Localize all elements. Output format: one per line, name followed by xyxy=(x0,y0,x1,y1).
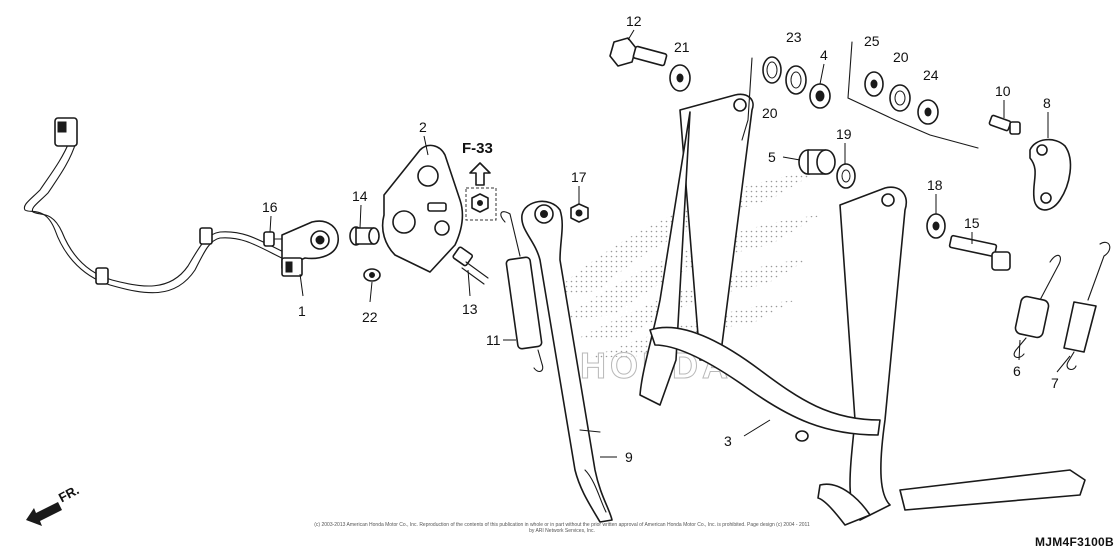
washer-20-upper xyxy=(762,56,782,84)
washer-24 xyxy=(917,99,939,125)
callout-16: 16 xyxy=(262,199,278,215)
f33-reference xyxy=(465,162,497,221)
washer-19 xyxy=(836,163,856,189)
harness-clip-icon xyxy=(199,227,213,245)
callout-labels: 1 2 3 4 5 6 7 8 9 10 11 12 13 14 15 16 1… xyxy=(262,13,1059,465)
side-stand-switch xyxy=(281,220,339,277)
side-stand-switch-harness xyxy=(23,117,293,294)
washer-20-lower xyxy=(889,84,911,112)
callout-23: 23 xyxy=(786,29,802,45)
callout-19: 19 xyxy=(836,126,852,142)
reference-label-f33: F-33 xyxy=(462,140,493,157)
callout-8: 8 xyxy=(1043,95,1051,111)
bolt-13 xyxy=(452,246,489,285)
callout-17: 17 xyxy=(571,169,587,185)
callout-22: 22 xyxy=(362,309,378,325)
callout-14: 14 xyxy=(352,188,368,204)
collar-5 xyxy=(798,149,836,175)
callout-7: 7 xyxy=(1051,375,1059,391)
washer-25 xyxy=(864,71,884,97)
callout-15: 15 xyxy=(964,215,980,231)
callout-2: 2 xyxy=(419,119,427,135)
callout-20-lower: 20 xyxy=(893,49,909,65)
bolt-12 xyxy=(609,37,668,67)
bolt-10 xyxy=(988,114,1021,135)
washer-18 xyxy=(926,213,946,239)
callout-21: 21 xyxy=(674,39,690,55)
callout-5: 5 xyxy=(768,149,776,165)
collar-4 xyxy=(809,83,831,109)
callout-9: 9 xyxy=(625,449,633,465)
bracket-2 xyxy=(381,144,464,273)
spring-11 xyxy=(500,211,544,373)
harness-clip-icon xyxy=(95,267,109,285)
washer-21 xyxy=(669,64,691,92)
main-stand-3 xyxy=(639,93,1086,526)
group-bracket-lines xyxy=(741,41,979,149)
leader-lines xyxy=(269,29,1071,458)
callout-20-upper: 20 xyxy=(762,105,778,121)
callout-10: 10 xyxy=(995,83,1011,99)
callout-13: 13 xyxy=(462,301,478,317)
callout-3: 3 xyxy=(724,433,732,449)
callout-12: 12 xyxy=(626,13,642,29)
copyright-notice: (c) 2003-2013 American Honda Motor Co., … xyxy=(314,522,810,534)
callout-25: 25 xyxy=(864,33,880,49)
screw-16 xyxy=(263,231,283,247)
washer-23 xyxy=(785,65,807,95)
spring-7 xyxy=(1063,241,1111,371)
callout-1: 1 xyxy=(298,303,306,319)
nut-22 xyxy=(363,268,381,282)
bolt-15 xyxy=(948,234,1011,271)
drawing-code: MJM4F3100B xyxy=(1034,535,1114,549)
front-direction-arrow-icon xyxy=(26,502,62,526)
callout-6: 6 xyxy=(1013,363,1021,379)
callout-4: 4 xyxy=(820,47,828,63)
bracket-8 xyxy=(1029,138,1072,211)
nut-17 xyxy=(570,203,589,223)
spring-6 xyxy=(1013,254,1061,359)
callout-18: 18 xyxy=(927,177,943,193)
side-stand-9 xyxy=(521,200,613,523)
callout-24: 24 xyxy=(923,67,939,83)
collar-14 xyxy=(349,226,380,246)
callout-11: 11 xyxy=(486,332,501,348)
